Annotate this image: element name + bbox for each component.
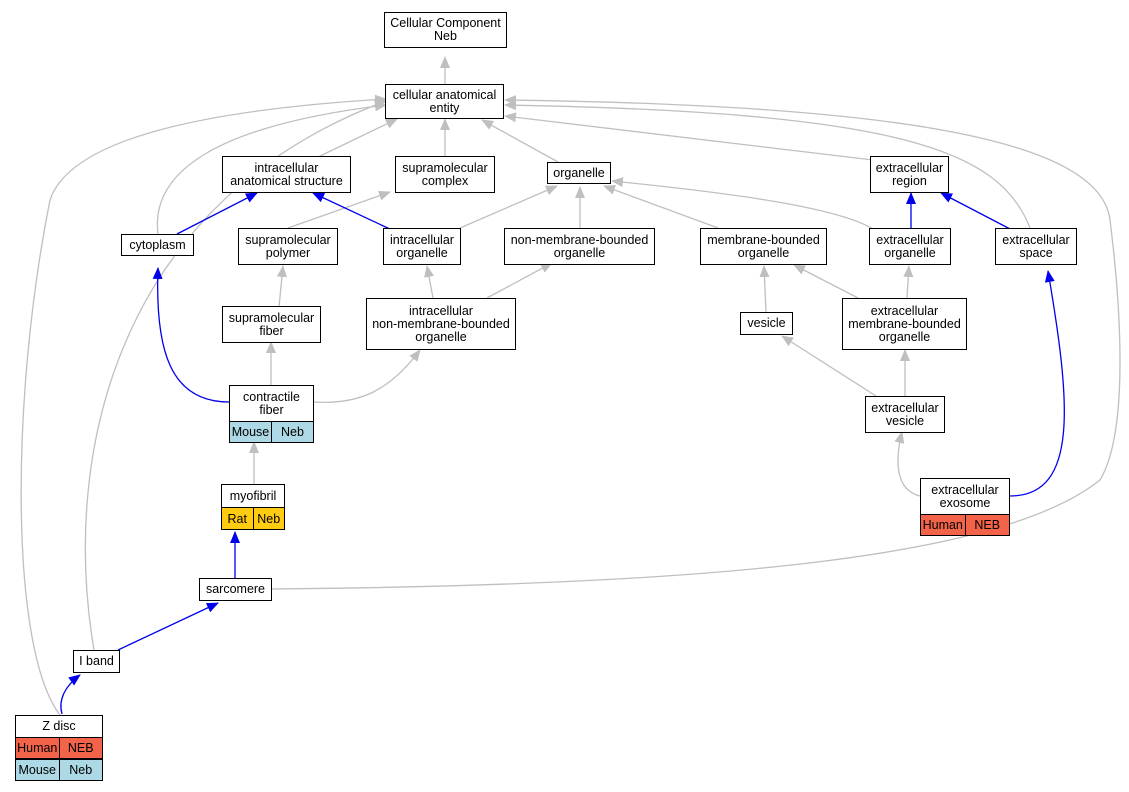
edge bbox=[504, 112, 874, 161]
node-organelle[interactable]: organelle bbox=[547, 162, 611, 184]
edge bbox=[459, 185, 558, 229]
edge bbox=[603, 185, 719, 229]
annotation-row: Rat Neb bbox=[221, 507, 285, 530]
node-supramolecular-polymer[interactable]: supramolecular polymer bbox=[238, 228, 338, 265]
node-z-disc[interactable]: Z disc bbox=[15, 715, 103, 737]
node-extracellular-membrane-bounded-organelle[interactable]: extracellular membrane-bounded organelle bbox=[842, 298, 967, 350]
edge bbox=[793, 264, 859, 299]
edge bbox=[276, 265, 287, 308]
edge bbox=[20, 94, 387, 716]
gene-tag: Neb bbox=[252, 508, 284, 529]
edge bbox=[176, 192, 258, 235]
species-tag: Rat bbox=[222, 508, 253, 529]
edge bbox=[287, 190, 391, 229]
node-vesicle[interactable]: vesicle bbox=[740, 312, 793, 335]
node-non-membrane-bounded-organelle[interactable]: non-membrane-bounded organelle bbox=[504, 228, 655, 265]
gene-tag: Neb bbox=[271, 422, 313, 442]
edge bbox=[313, 349, 421, 404]
species-tag: Mouse bbox=[16, 760, 59, 780]
edge bbox=[271, 95, 1121, 590]
node-cytoplasm[interactable]: cytoplasm bbox=[121, 234, 194, 256]
annotation-row: Mouse Neb bbox=[229, 421, 314, 443]
species-tag: Human bbox=[16, 738, 59, 758]
node-supramolecular-fiber[interactable]: supramolecular fiber bbox=[222, 306, 321, 343]
node-intracellular-organelle[interactable]: intracellular organelle bbox=[383, 228, 461, 265]
node-extracellular-exosome[interactable]: extracellular exosome bbox=[920, 478, 1010, 514]
node-intracellular-non-membrane-bounded-organelle[interactable]: intracellular non-membrane-bounded organ… bbox=[366, 298, 516, 350]
edge bbox=[317, 118, 398, 158]
edge bbox=[1009, 270, 1065, 497]
species-tag: Mouse bbox=[230, 422, 271, 442]
edge bbox=[481, 119, 559, 163]
node-i-band[interactable]: I band bbox=[73, 650, 120, 673]
edge bbox=[759, 265, 770, 313]
edge bbox=[312, 192, 393, 231]
gene-tag: NEB bbox=[964, 515, 1009, 535]
node-extracellular-region[interactable]: extracellular region bbox=[870, 156, 949, 193]
edge bbox=[940, 192, 1013, 231]
species-tag: Human bbox=[921, 515, 965, 535]
node-extracellular-vesicle[interactable]: extracellular vesicle bbox=[865, 396, 945, 433]
node-sarcomere[interactable]: sarcomere bbox=[199, 578, 272, 601]
node-extracellular-organelle[interactable]: extracellular organelle bbox=[869, 228, 951, 265]
annotation-row: Mouse Neb bbox=[15, 759, 103, 781]
gene-tag: Neb bbox=[58, 760, 102, 780]
edge bbox=[84, 100, 387, 651]
edge bbox=[486, 262, 553, 299]
edge bbox=[424, 265, 434, 299]
edge bbox=[894, 431, 921, 497]
node-contractile-fiber[interactable]: contractile fiber bbox=[229, 385, 314, 421]
edge bbox=[504, 100, 1031, 229]
edge bbox=[781, 335, 877, 397]
node-intracellular-anatomical-structure[interactable]: intracellular anatomical structure bbox=[222, 156, 351, 193]
node-cellular-component[interactable]: Cellular Component Neb bbox=[384, 12, 507, 48]
annotation-row: Human NEB bbox=[920, 514, 1010, 536]
node-myofibril[interactable]: myofibril bbox=[221, 484, 285, 507]
node-supramolecular-complex[interactable]: supramolecular complex bbox=[395, 156, 495, 193]
node-extracellular-space[interactable]: extracellular space bbox=[995, 228, 1077, 265]
edge bbox=[156, 101, 387, 235]
node-cellular-anatomical-entity[interactable]: cellular anatomical entity bbox=[385, 84, 504, 119]
edge bbox=[152, 267, 230, 403]
gene-tag: NEB bbox=[58, 738, 102, 758]
annotation-row: Human NEB bbox=[15, 737, 103, 759]
edge bbox=[60, 674, 81, 715]
edge bbox=[117, 602, 219, 651]
node-membrane-bounded-organelle[interactable]: membrane-bounded organelle bbox=[700, 228, 827, 265]
edge bbox=[611, 177, 877, 232]
edge bbox=[903, 265, 914, 299]
